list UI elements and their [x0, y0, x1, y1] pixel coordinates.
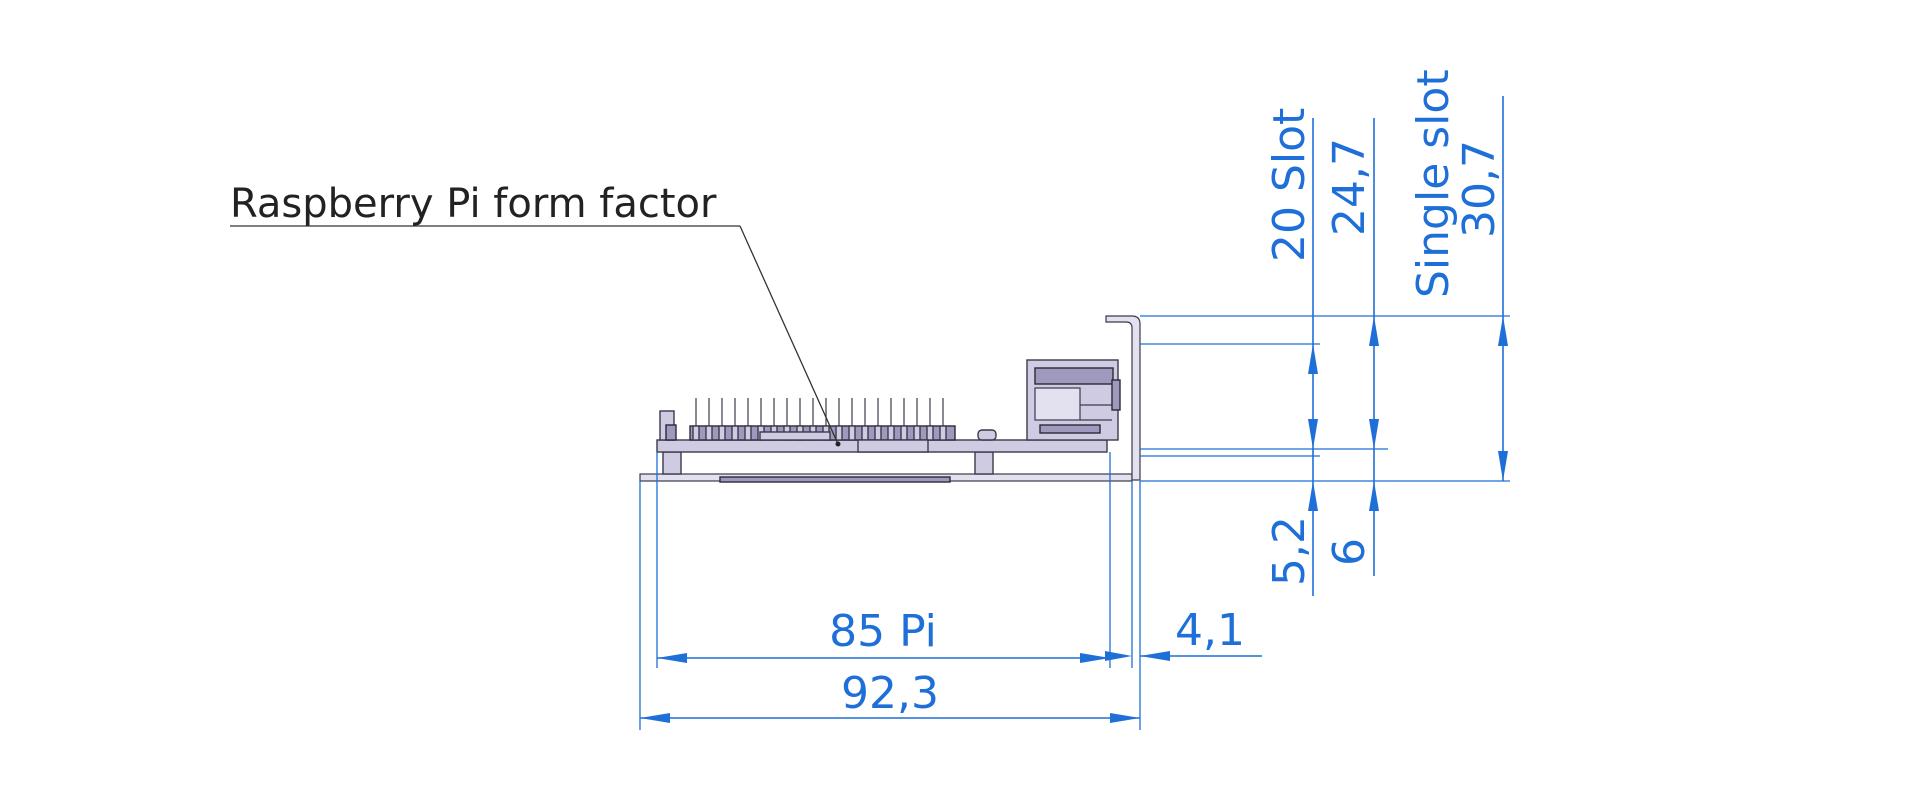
horizontal-dimensions: 85 Pi 4,1 92,3	[639, 452, 1262, 730]
gpio-pin-housing	[900, 425, 908, 441]
gpio-pin-housing	[692, 425, 700, 441]
mounting-bracket	[1105, 315, 1141, 481]
gpio-pin-housing	[835, 425, 843, 441]
callout-dot	[835, 441, 841, 447]
arrow-30-7-top	[1498, 316, 1508, 346]
component-dome	[977, 429, 997, 441]
dim-label-6: 6	[1324, 538, 1375, 566]
callout: Raspberry Pi form factor	[230, 181, 841, 447]
rj45-top-band	[1034, 367, 1114, 385]
arrow-30-7-bottom	[1498, 451, 1508, 481]
dim-label-30-7: 30,7	[1454, 140, 1505, 238]
dim-label-4-1: 4,1	[1175, 605, 1245, 656]
dim-label-92-3: 92,3	[841, 668, 939, 719]
arrow-85-right	[1080, 653, 1110, 663]
dim-label-24-7: 24,7	[1324, 138, 1375, 236]
arrow-85-left	[657, 653, 687, 663]
gpio-pin-housing	[744, 425, 752, 441]
callout-label: Raspberry Pi form factor	[230, 181, 717, 227]
gpio-pin-housing	[731, 425, 739, 441]
gpio-pin-housing	[705, 425, 713, 441]
gpio-pin-housing	[861, 425, 869, 441]
gpio-pin-housing	[939, 425, 947, 441]
chip-1	[759, 431, 831, 441]
gpio-pin-housing	[926, 425, 934, 441]
rj45-body-window	[1034, 387, 1081, 421]
dim-label-20-slot: 20 Slot	[1264, 108, 1315, 262]
vertical-dimensions: 20 Slot 5,2 24,7 6 Single slot 30,7	[1140, 69, 1510, 596]
dim-label-85: 85 Pi	[829, 606, 937, 657]
arrow-92-3-right	[1110, 713, 1140, 723]
arrow-4-1	[1140, 651, 1170, 661]
dim-label-5-2: 5,2	[1264, 516, 1315, 586]
gpio-pin-housing	[887, 425, 895, 441]
arrow-6-top	[1369, 316, 1379, 346]
component-left-cap	[665, 424, 677, 441]
arrow-6-mid	[1369, 419, 1379, 449]
gpio-pin-housing	[874, 425, 882, 441]
arrow-24-7-top	[1308, 344, 1318, 374]
underside-cable	[719, 476, 951, 483]
arrow-5-2-bottom	[1308, 481, 1318, 511]
dim-label-single-slot: Single slot	[1408, 69, 1459, 298]
arrow-92-3-left	[640, 713, 670, 723]
arrow-6-bottom	[1369, 481, 1379, 511]
rj45-flange	[1111, 379, 1121, 411]
gpio-pin-housing	[718, 425, 726, 441]
chip-2	[857, 439, 929, 453]
arrow-4-1-inner	[1105, 651, 1132, 661]
arrow-24-7-bottom	[1308, 419, 1318, 449]
gpio-pin-housing	[913, 425, 921, 441]
rj45-bottom-band	[1039, 424, 1101, 434]
standoff-left	[662, 451, 682, 475]
gpio-pin-housing	[848, 425, 856, 441]
standoff-right	[974, 451, 994, 475]
callout-leader	[739, 225, 839, 445]
assembly-side-view	[639, 315, 1141, 483]
